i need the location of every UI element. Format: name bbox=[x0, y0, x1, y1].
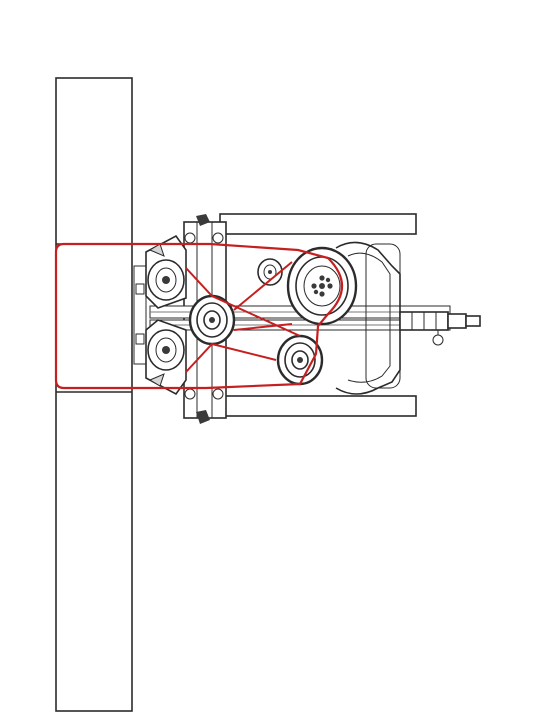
idler-pulley-icon bbox=[145, 234, 187, 396]
bottom-rail bbox=[219, 395, 417, 417]
motor-shaft-icon bbox=[399, 311, 481, 346]
left-beam bbox=[55, 77, 133, 712]
drive-pulley-icon bbox=[286, 246, 358, 326]
frame-brackets bbox=[135, 214, 224, 424]
lower-pulley bbox=[276, 334, 324, 386]
top-rail bbox=[219, 213, 417, 235]
belt-path bbox=[54, 242, 343, 390]
frame-rails bbox=[219, 213, 417, 417]
